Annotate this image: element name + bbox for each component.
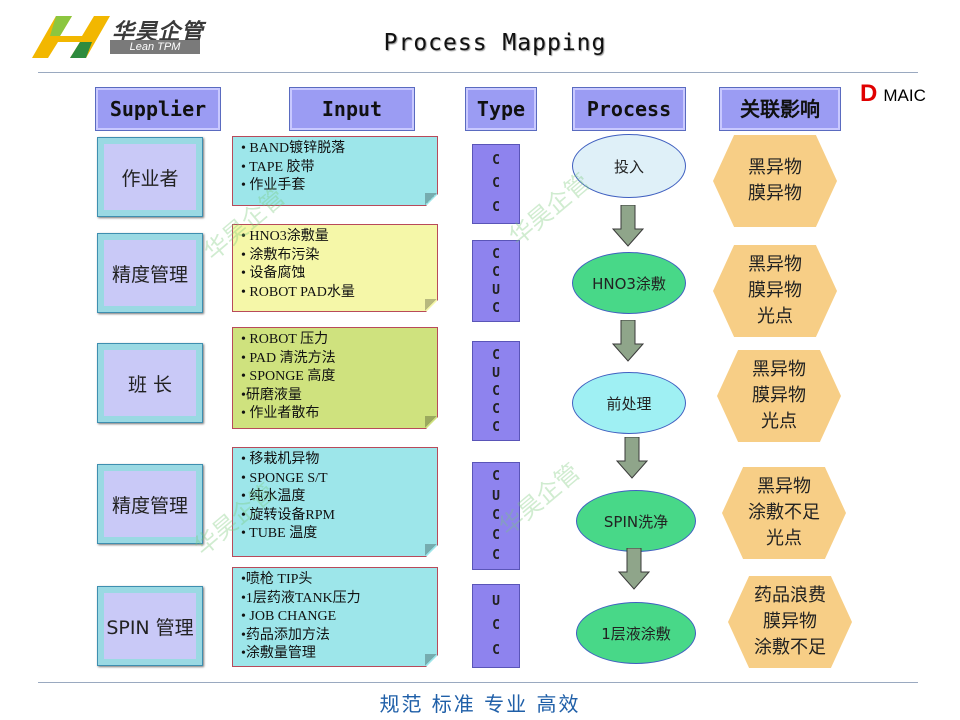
input-item: •药品添加方法 xyxy=(241,627,330,643)
type-code: C xyxy=(492,199,500,215)
header-impact: 关联影响 xyxy=(719,87,841,131)
supplier-box-1: 作业者 xyxy=(97,137,203,217)
header-type: Type xyxy=(465,87,537,131)
input-item: • 设备腐蚀 xyxy=(241,266,306,281)
impact-item: 光点 xyxy=(766,528,802,549)
dmaic-indicator: D MAIC xyxy=(860,80,926,108)
type-code: C xyxy=(492,547,500,563)
input-item: • 旋转设备RPM xyxy=(241,507,335,523)
impact-item: 黑异物 xyxy=(757,476,811,497)
type-code: U xyxy=(492,365,500,381)
impact-hex-3: 黑异物膜异物光点 xyxy=(717,350,841,442)
supplier-box-5: SPIN 管理 xyxy=(97,586,203,666)
flow-arrow-down xyxy=(616,437,648,479)
flow-arrow-down xyxy=(612,205,644,247)
input-item: • ROBOT 压力 xyxy=(241,332,329,347)
header-process: Process xyxy=(572,87,686,131)
process-step-2: HNO3涂敷 xyxy=(572,252,686,314)
footer-slogan: 规范 标准 专业 高效 xyxy=(379,692,581,716)
input-item: • TUBE 温度 xyxy=(241,526,318,541)
input-item: •研磨液量 xyxy=(241,387,302,403)
type-code: C xyxy=(492,469,500,485)
type-code: C xyxy=(492,383,500,399)
type-code: U xyxy=(492,488,500,504)
dmaic-rest: MAIC xyxy=(883,86,926,105)
input-box-1: • BAND镀锌脱落 • TAPE 胶带 • 作业手套 xyxy=(232,136,438,206)
impact-hex-4: 黑异物涂敷不足光点 xyxy=(722,467,846,559)
input-item: •1层药液TANK压力 xyxy=(241,590,361,606)
impact-item: 黑异物 xyxy=(752,359,806,380)
impact-item: 光点 xyxy=(761,411,797,432)
supplier-box-2: 精度管理 xyxy=(97,233,203,313)
type-code: C xyxy=(492,300,500,316)
impact-item: 光点 xyxy=(757,306,793,327)
impact-item: 药品浪费 xyxy=(754,585,826,606)
type-code: C xyxy=(492,618,500,634)
type-box-2: C C U C xyxy=(472,240,520,322)
input-item: • HNO3涂敷量 xyxy=(241,229,329,244)
header-supplier: Supplier xyxy=(95,87,221,131)
impact-item: 膜异物 xyxy=(763,611,817,632)
type-code: U xyxy=(492,593,500,609)
top-divider xyxy=(38,72,918,73)
impact-item: 膜异物 xyxy=(748,280,802,301)
type-code: U xyxy=(492,282,500,298)
input-box-2: • HNO3涂敷量 • 涂敷布污染 • 设备腐蚀 • ROBOT PAD水量 xyxy=(232,224,438,312)
supplier-box-3: 班 长 xyxy=(97,343,203,423)
header-input: Input xyxy=(289,87,415,131)
dmaic-d: D xyxy=(860,80,878,107)
impact-item: 涂敷不足 xyxy=(754,637,826,658)
type-box-5: U C C xyxy=(472,584,520,668)
type-code: C xyxy=(492,401,500,417)
logo-text-en: Lean TPM xyxy=(110,40,200,54)
supplier-box-4: 精度管理 xyxy=(97,464,203,544)
type-code: C xyxy=(492,347,500,363)
impact-hex-2: 黑异物膜异物光点 xyxy=(713,245,837,337)
process-step-3: 前处理 xyxy=(572,372,686,434)
impact-item: 黑异物 xyxy=(748,157,802,178)
type-code: C xyxy=(492,643,500,659)
page-title: Process Mapping xyxy=(383,30,607,56)
process-step-1: 投入 xyxy=(572,134,686,198)
type-code: C xyxy=(492,419,500,435)
type-code: C xyxy=(492,264,500,280)
type-code: C xyxy=(492,153,500,169)
impact-hex-5: 药品浪费膜异物涂敷不足 xyxy=(728,576,852,668)
flow-arrow-down xyxy=(618,548,650,590)
company-logo xyxy=(32,16,110,58)
input-item: • 纯水温度 xyxy=(241,489,306,504)
input-item: • 涂敷布污染 xyxy=(241,247,320,263)
impact-item: 涂敷不足 xyxy=(748,502,820,523)
input-item: • BAND镀锌脱落 xyxy=(241,141,346,156)
type-code: C xyxy=(492,528,500,544)
input-item: • SPONGE S/T xyxy=(241,470,328,486)
type-box-4: C U C C C xyxy=(472,462,520,570)
impact-item: 膜异物 xyxy=(748,183,802,204)
bottom-divider xyxy=(38,682,918,683)
input-item: • 作业手套 xyxy=(241,178,306,193)
input-item: • 移栽机异物 xyxy=(241,452,320,467)
process-step-5: 1层液涂敷 xyxy=(576,602,696,664)
input-item: • JOB CHANGE xyxy=(241,609,337,624)
input-item: • 作业者散布 xyxy=(241,406,320,421)
input-box-5: •喷枪 TIP头 •1层药液TANK压力 • JOB CHANGE •药品添加方… xyxy=(232,567,438,667)
impact-item: 膜异物 xyxy=(752,385,806,406)
input-item: • PAD 清洗方法 xyxy=(241,350,336,366)
type-code: C xyxy=(492,508,500,524)
input-box-4: • 移栽机异物 • SPONGE S/T • 纯水温度 • 旋转设备RPM • … xyxy=(232,447,438,557)
input-item: • SPONGE 高度 xyxy=(241,369,336,384)
input-item: • ROBOT PAD水量 xyxy=(241,284,355,300)
impact-hex-1: 黑异物膜异物 xyxy=(713,135,837,227)
flow-arrow-down xyxy=(612,320,644,362)
process-step-4: SPIN洗净 xyxy=(576,490,696,552)
impact-item: 黑异物 xyxy=(748,254,802,275)
type-box-3: C U C C C xyxy=(472,341,520,441)
input-item: • TAPE 胶带 xyxy=(241,159,315,175)
input-item: •涂敷量管理 xyxy=(241,646,316,661)
input-item: •喷枪 TIP头 xyxy=(241,572,313,587)
type-code: C xyxy=(492,246,500,262)
type-box-1: C C C xyxy=(472,144,520,224)
type-code: C xyxy=(492,176,500,192)
input-box-3: • ROBOT 压力 • PAD 清洗方法 • SPONGE 高度 •研磨液量 … xyxy=(232,327,438,429)
